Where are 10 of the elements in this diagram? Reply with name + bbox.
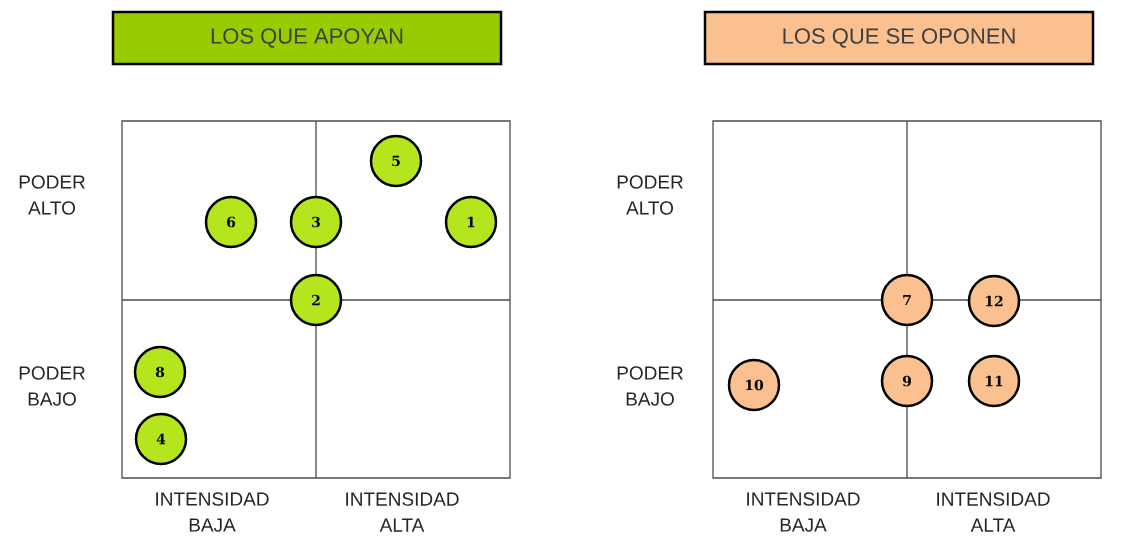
axis-label: PODER BAJO: [617, 366, 683, 406]
title-box: LOS QUE APOYAN: [111, 10, 503, 66]
title-box: LOS QUE SE OPONEN: [703, 10, 1095, 66]
axis-label: INTENSIDAD BAJA: [747, 492, 860, 532]
axis-label: PODER ALTO: [617, 175, 683, 215]
axis-label: PODER ALTO: [19, 175, 85, 215]
axis-label: INTENSIDAD BAJA: [156, 492, 269, 532]
axis-label: INTENSIDAD ALTA: [346, 492, 459, 532]
axis-label: PODER BAJO: [19, 366, 85, 406]
axis-label: INTENSIDAD ALTA: [937, 492, 1050, 532]
